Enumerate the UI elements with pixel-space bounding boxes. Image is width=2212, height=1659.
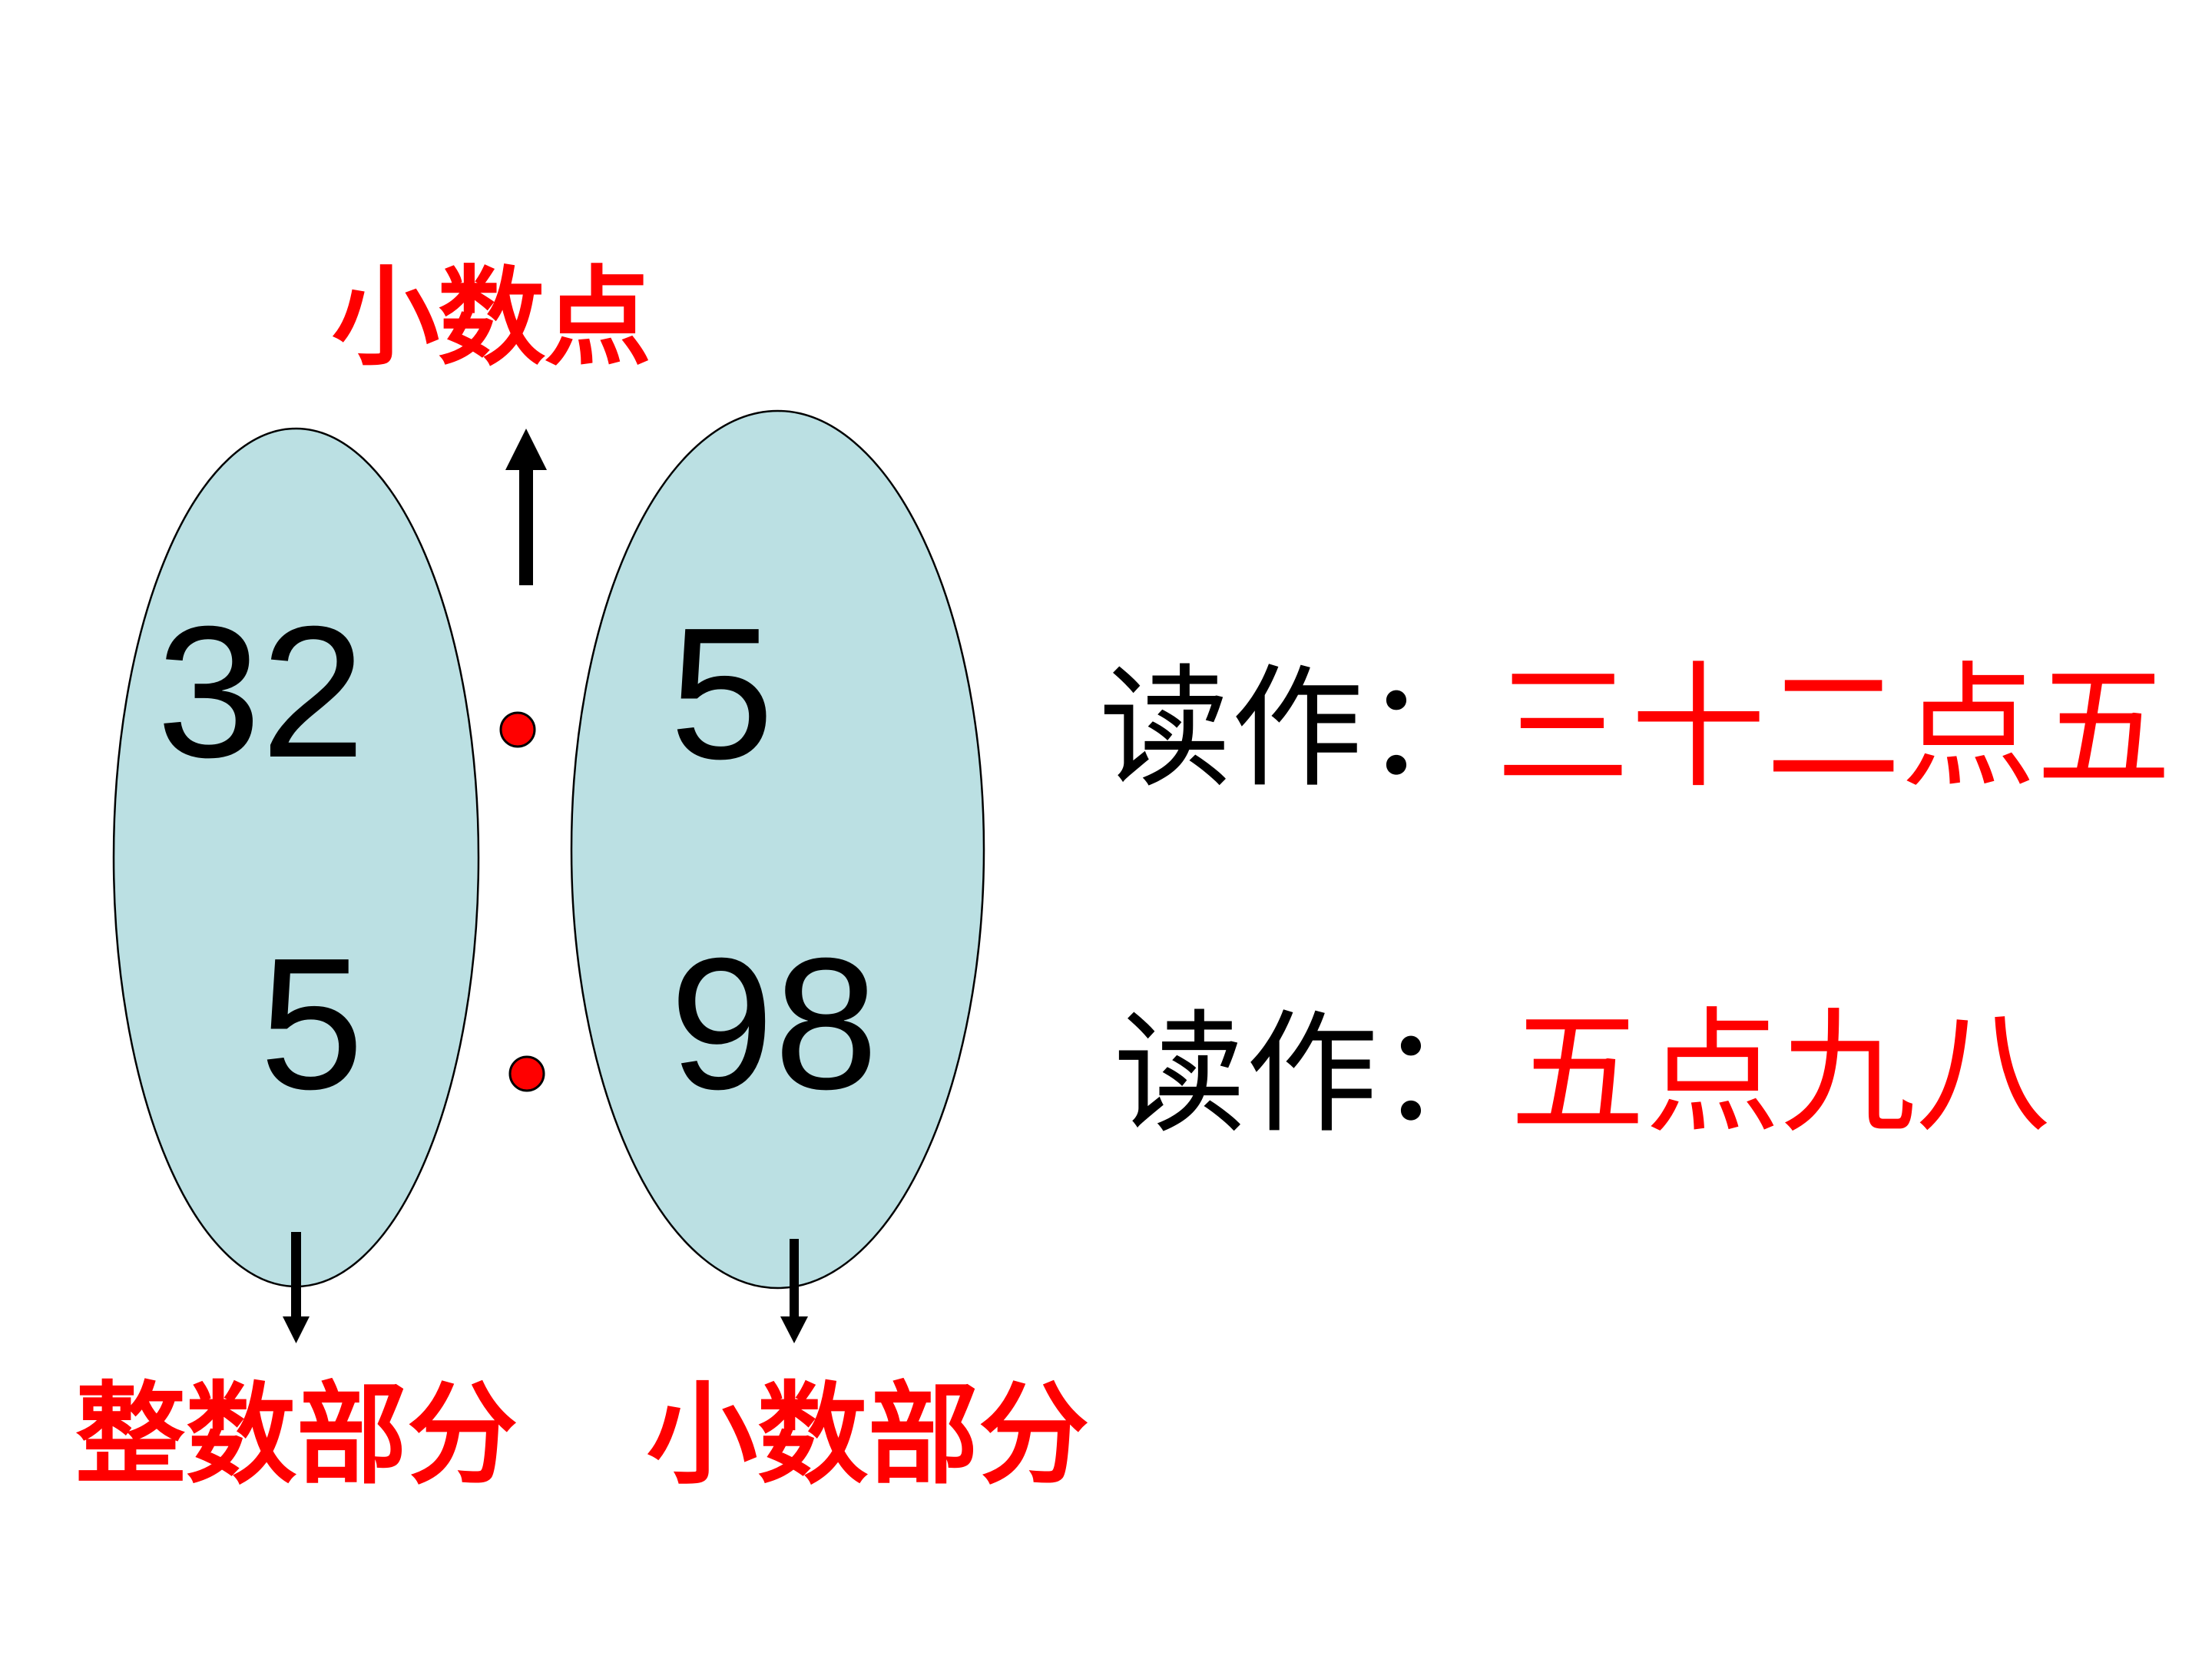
decimal-part-ellipse [570,409,985,1290]
arrow-up-icon [505,429,547,585]
reading-row1: 读作：三十二点五 [1099,661,2171,796]
reading-row1-prefix: 读作： [1099,651,1495,806]
decimal-point-dot-row2 [508,1055,545,1092]
reading-row1-value: 三十二点五 [1495,649,2172,806]
arrow-down-icon-decimal [780,1239,808,1343]
decimal-point-dot-row1 [499,711,536,748]
integer-part-label: 整数部分 [75,1369,518,1499]
decimal-part-label: 小数部分 [647,1369,1090,1499]
arrow-down-icon-integer [283,1232,310,1343]
row1-decimal-part: 5 [670,588,774,798]
reading-row2-prefix: 读作： [1114,997,1510,1151]
reading-row2: 读作：五点九八 [1114,1006,2051,1141]
row2-decimal-part: 98 [670,919,879,1128]
row1-integer-part: 32 [157,587,366,796]
reading-row2-value: 五点九八 [1510,995,2051,1152]
row2-integer-part: 5 [260,919,364,1128]
decimal-point-label: 小数点 [332,255,651,381]
integer-part-ellipse [112,427,480,1288]
